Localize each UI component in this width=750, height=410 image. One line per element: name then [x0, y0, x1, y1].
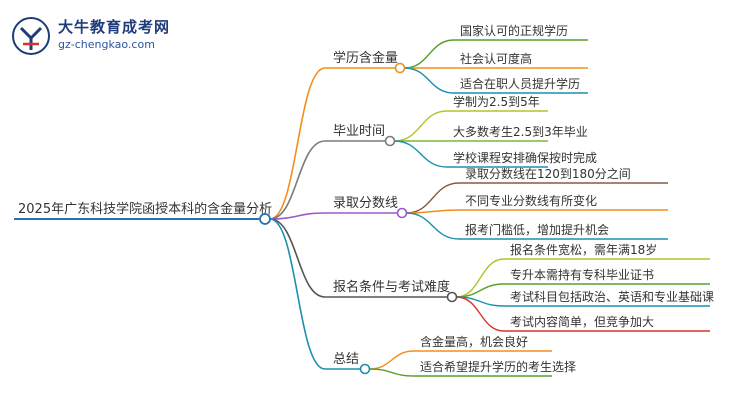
child-label-0-2: 适合在职人员提升学历: [460, 76, 580, 91]
branch-node-3[interactable]: [446, 291, 458, 303]
mindmap-edges: [14, 39, 710, 377]
edge-branch-child-4-0: [369, 350, 415, 370]
edge-branch-child-3-3: [456, 296, 505, 332]
edge-branch-child-0-2: [404, 67, 455, 94]
child-label-3-3: 考试内容简单，但竞争加大: [510, 314, 654, 329]
root-label: 2025年广东科技学院函授本科的含金量分析: [18, 201, 272, 217]
branch-node-2[interactable]: [396, 207, 408, 219]
child-label-2-0: 录取分数线在120到180分之间: [465, 166, 631, 181]
branch-label-1: 毕业时间: [333, 124, 385, 139]
mindmap-nodes: 2025年广东科技学院函授本科的含金量分析 学历含金量 国家认可的正规学历社会认可度…: [18, 23, 714, 375]
brand-logo: 大牛教育成考网 gz-chengkao.com: [10, 14, 180, 58]
child-label-4-0: 含金量高，机会良好: [420, 334, 528, 349]
child-label-1-1: 大多数考生2.5到3年毕业: [453, 124, 588, 139]
child-label-4-1: 适合希望提升学历的考生选择: [420, 359, 576, 374]
child-label-2-1: 不同专业分数线有所变化: [465, 193, 597, 208]
edge-root-branch-3: [269, 218, 326, 298]
edge-root-branch-2: [269, 212, 326, 220]
edge-root-branch-4: [269, 218, 326, 370]
child-label-1-0: 学制为2.5到5年: [453, 94, 540, 109]
edge-branch-child-2-0: [406, 182, 460, 214]
branch-label-2: 录取分数线: [333, 196, 398, 211]
child-label-3-1: 专升本需持有专科毕业证书: [510, 267, 654, 282]
edge-branch-child-0-0: [404, 39, 455, 69]
edge-branch-child-4-1: [369, 368, 415, 377]
root-node[interactable]: [259, 213, 271, 225]
edge-root-branch-1: [269, 140, 326, 220]
edge-branch-child-1-2: [394, 140, 448, 168]
branch-node-4[interactable]: [359, 363, 371, 375]
branch-label-4: 总结: [333, 352, 359, 367]
child-label-1-2: 学校课程安排确保按时完成: [453, 150, 597, 165]
brand-title: 大牛教育成考网: [58, 18, 171, 36]
edge-branch-child-2-2: [406, 212, 460, 240]
branch-label-3: 报名条件与考试难度: [333, 279, 450, 295]
child-label-2-2: 报考门槛低，增加提升机会: [465, 222, 609, 237]
branch-node-1[interactable]: [384, 135, 396, 147]
branch-node-0[interactable]: [394, 62, 406, 74]
child-label-3-2: 考试科目包括政治、英语和专业基础课: [510, 289, 714, 304]
child-label-0-0: 国家认可的正规学历: [460, 23, 568, 38]
child-label-0-1: 社会认可度高: [460, 51, 532, 66]
child-label-3-0: 报名条件宽松，需年满18岁: [510, 242, 657, 257]
edge-branch-child-3-0: [456, 258, 505, 298]
edge-branch-child-1-0: [394, 110, 448, 142]
edge-root-branch-0: [269, 67, 326, 220]
branch-label-0: 学历含金量: [333, 50, 398, 66]
niu-seal-icon: [12, 17, 50, 55]
brand-url: gz-chengkao.com: [58, 38, 155, 51]
